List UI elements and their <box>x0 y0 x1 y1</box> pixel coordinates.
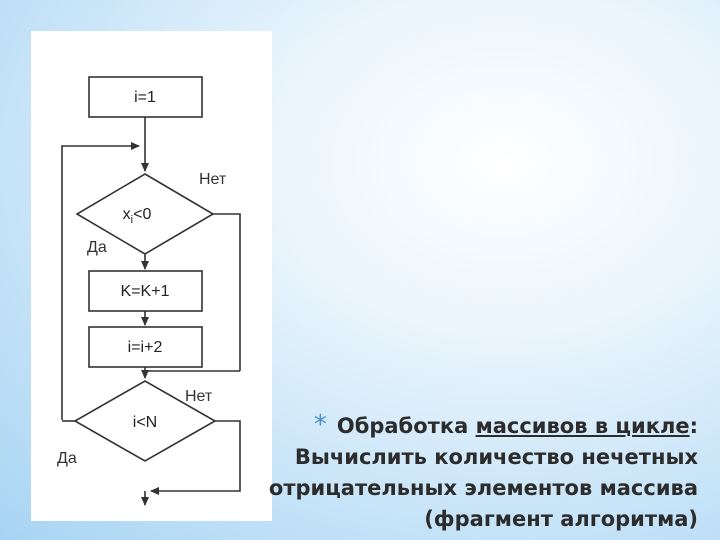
decision-limit <box>73 380 217 462</box>
decision-limit-text: i<N <box>133 414 157 431</box>
no-branch-line <box>213 213 241 371</box>
slide-caption: *Обработка массивов в цикле: Вычислить к… <box>258 410 698 535</box>
yes-label: Да <box>87 239 107 256</box>
bullet-star-icon: * <box>313 410 327 440</box>
increment-k-text: K=K+1 <box>121 283 170 300</box>
init-block <box>88 76 203 118</box>
exit-line <box>150 420 241 495</box>
caption-line-2: Вычислить количество нечетных <box>294 445 698 469</box>
caption-line-3: отрицательных элементов массива <box>268 476 698 500</box>
caption-line-4: (фрагмент алгоритма) <box>424 507 698 531</box>
caption-line-1: *Обработка массивов в цикле: <box>313 410 698 440</box>
increment-i-text: i=i+2 <box>128 339 163 356</box>
decision-negative-text: xi<0 <box>123 206 152 226</box>
flowchart-panel: i=1 xi<0 Нет Да K=K+1 i=i+2 i<N Нет Да <box>31 31 272 521</box>
no-label: Нет <box>199 171 227 188</box>
caption-link[interactable]: массивов в цикле <box>475 414 690 438</box>
no-label: Нет <box>185 388 213 405</box>
flowchart: i=1 xi<0 Нет Да K=K+1 i=i+2 i<N Нет Да <box>57 76 241 506</box>
init-text: i=1 <box>134 89 156 106</box>
yes-label: Да <box>57 450 77 467</box>
loop-back-line <box>61 142 140 420</box>
